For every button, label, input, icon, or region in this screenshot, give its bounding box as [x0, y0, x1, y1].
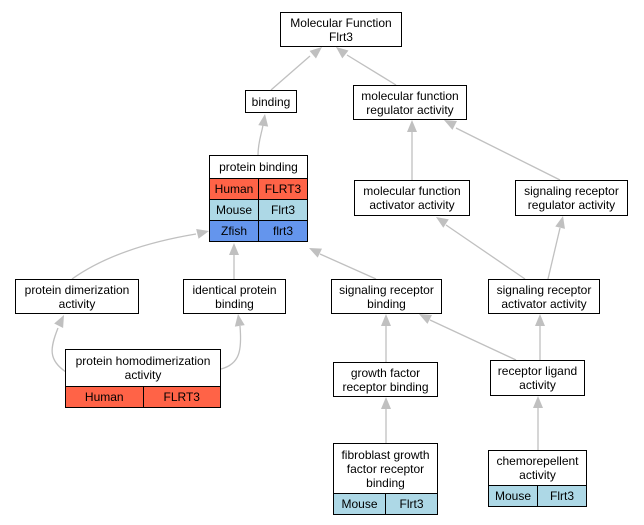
species-row-human: Human FLRT3 — [66, 386, 220, 407]
node-chemorepellent-activity[interactable]: chemorepellent activity Mouse Flrt3 — [488, 450, 587, 507]
node-title: identical protein binding — [192, 282, 277, 311]
edge-dimerization-to-protein-binding-arrowhead — [196, 229, 209, 239]
gene-label: Flrt3 — [537, 486, 586, 506]
node-binding[interactable]: binding — [245, 90, 297, 113]
node-title: signaling receptor regulator activity — [524, 184, 619, 212]
edge-sig-activator-to-sig-regulator-arrowhead — [555, 216, 565, 229]
edge-protein-binding-to-binding-arrowhead — [258, 114, 269, 127]
node-title: protein binding — [219, 160, 298, 174]
edge-identical-to-protein-binding-arrowhead — [229, 243, 239, 255]
edge-homodimer-to-dimerization-arrowhead — [54, 315, 64, 328]
edge-sig-binding-to-protein-binding-arrowhead — [309, 248, 322, 258]
gene-label: flrt3 — [258, 221, 307, 241]
edge-dimerization-to-protein-binding — [71, 233, 197, 280]
node-protein-binding[interactable]: protein binding Human FLRT3 Mouse Flrt3 … — [209, 155, 308, 242]
node-fibroblast-growth-factor-receptor-binding[interactable]: fibroblast growth factor receptor bindin… — [333, 443, 438, 515]
node-title: receptor ligand activity — [497, 364, 578, 392]
edge-activator-to-regulator-arrowhead — [407, 120, 417, 132]
node-title: molecular function activator activity — [363, 184, 461, 212]
edge-ligand-to-sig-binding-arrowhead — [419, 314, 432, 324]
node-title: protein dimerization activity — [24, 282, 130, 311]
gene-label: Flrt3 — [385, 494, 437, 514]
node-protein-dimerization-activity[interactable]: protein dimerization activity — [15, 279, 139, 314]
edge-binding-to-root-arrowhead — [309, 47, 322, 59]
gene-label: FLRT3 — [258, 179, 307, 199]
node-title: binding — [251, 94, 291, 109]
node-growth-factor-receptor-binding[interactable]: growth factor receptor binding — [333, 362, 438, 397]
edge-sig-activator-to-sig-regulator — [547, 227, 561, 280]
gene-label: Flrt3 — [258, 200, 307, 220]
species-row-mouse: Mouse Flrt3 — [489, 485, 586, 506]
node-molecular-function-regulator-activity[interactable]: molecular function regulator activity — [353, 85, 467, 120]
node-title: protein homodimerization activity — [75, 354, 211, 382]
node-molecular-function-activator-activity[interactable]: molecular function activator activity — [354, 180, 470, 216]
species-label: Human — [214, 182, 254, 196]
species-label: Mouse — [494, 489, 532, 503]
species-label: Human — [84, 390, 124, 404]
edge-homodimer-to-dimerization — [51, 327, 67, 373]
edge-sig-activator-to-activator — [445, 224, 526, 280]
species-label: Mouse — [215, 203, 253, 217]
edge-regulator-to-root-arrowhead — [336, 47, 349, 59]
node-title: Molecular Function Flrt3 — [290, 15, 392, 44]
edge-sig-regulator-to-regulator-arrowhead — [444, 120, 457, 130]
species-row-zfish: Zfish flrt3 — [210, 220, 307, 241]
species-row-mouse: Mouse Flrt3 — [334, 493, 437, 514]
node-signaling-receptor-binding[interactable]: signaling receptor binding — [331, 279, 442, 314]
edge-chemorepellent-to-ligand-arrowhead — [533, 396, 543, 408]
edge-homodimer-to-identical — [220, 325, 242, 370]
edge-homodimer-to-identical-arrowhead — [234, 314, 245, 327]
species-row-mouse: Mouse Flrt3 — [210, 199, 307, 220]
edge-ligand-to-sig-activator-arrowhead — [535, 314, 545, 326]
edge-ligand-to-sig-binding — [429, 319, 517, 361]
edge-sig-activator-to-activator-arrowhead — [436, 217, 449, 228]
edge-regulator-to-root — [346, 54, 397, 86]
edge-protein-binding-to-binding — [257, 124, 264, 156]
edge-gf-to-sig-binding-arrowhead — [381, 314, 391, 326]
edge-fgf-to-gf-arrowhead — [381, 397, 391, 409]
node-protein-homodimerization-activity[interactable]: protein homodimerization activity Human … — [65, 349, 221, 408]
node-receptor-ligand-activity[interactable]: receptor ligand activity — [490, 360, 585, 396]
node-molecular-function-root[interactable]: Molecular Function Flrt3 — [280, 12, 402, 47]
gene-label: FLRT3 — [142, 387, 221, 407]
node-title: signaling receptor binding — [339, 282, 434, 311]
species-label: Mouse — [341, 497, 378, 511]
species-label: Zfish — [220, 224, 247, 238]
edge-binding-to-root — [270, 55, 311, 91]
node-title: growth factor receptor binding — [342, 365, 429, 394]
node-identical-protein-binding[interactable]: identical protein binding — [183, 279, 286, 314]
node-title: signaling receptor activator activity — [496, 282, 592, 311]
node-title: chemorepellent activity — [496, 454, 579, 482]
species-row-human: Human FLRT3 — [210, 178, 307, 199]
node-title: fibroblast growth factor receptor bindin… — [341, 447, 430, 490]
node-title: molecular function regulator activity — [361, 88, 459, 117]
node-signaling-receptor-regulator-activity[interactable]: signaling receptor regulator activity — [515, 180, 628, 216]
edge-sig-binding-to-protein-binding — [319, 253, 377, 280]
edge-sig-regulator-to-regulator — [455, 127, 561, 181]
node-signaling-receptor-activator-activity[interactable]: signaling receptor activator activity — [488, 279, 600, 314]
